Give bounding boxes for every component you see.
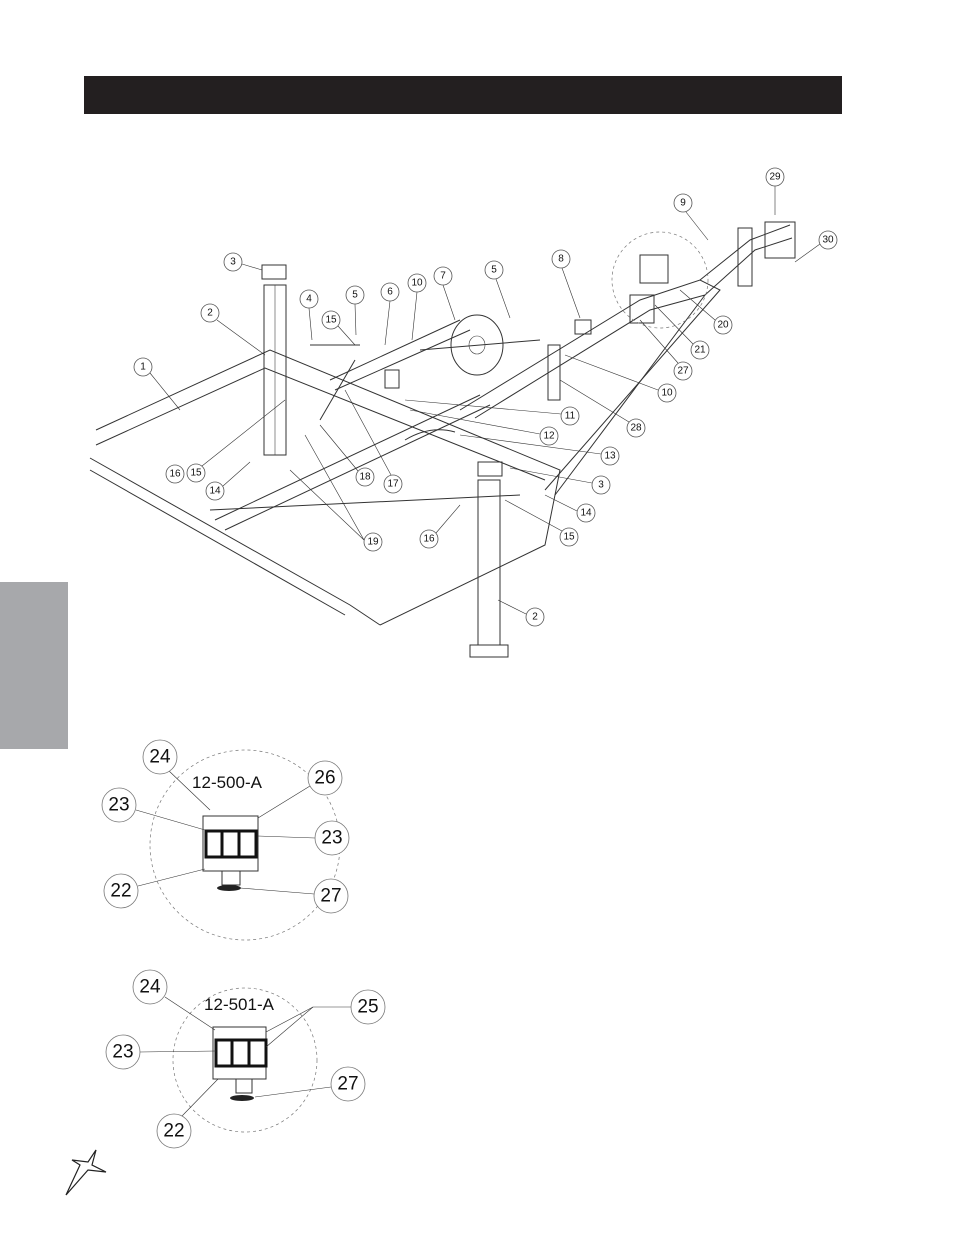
svg-text:4: 4 <box>306 294 312 305</box>
svg-text:5: 5 <box>491 265 497 276</box>
callout-23: 23 <box>101 787 206 831</box>
callout-22b: 22 <box>156 1078 219 1149</box>
callout-16b: 16 <box>165 464 185 484</box>
callout-27c: 27 <box>254 1066 366 1102</box>
svg-text:18: 18 <box>359 472 371 483</box>
callout-23c: 23 <box>105 1034 217 1070</box>
callout-11: 11 <box>404 399 580 426</box>
svg-text:26: 26 <box>314 768 335 789</box>
svg-text:10: 10 <box>661 388 673 399</box>
callout-14b: 14 <box>205 461 251 501</box>
callout-30: 30 <box>794 230 838 263</box>
callout-15b: 15 <box>504 499 579 547</box>
svg-text:7: 7 <box>440 271 446 282</box>
callout-5: 5 <box>345 285 365 336</box>
svg-text:12: 12 <box>543 431 555 442</box>
model-label: 12-501-A <box>204 995 275 1014</box>
trailer-frame-drawing <box>89 221 796 658</box>
callout-10: 10 <box>407 273 427 341</box>
svg-text:27: 27 <box>337 1074 358 1095</box>
callout-28: 28 <box>559 379 646 438</box>
star-logo-icon <box>65 1149 107 1196</box>
callout-6: 6 <box>380 282 400 346</box>
svg-text:23: 23 <box>321 828 342 849</box>
svg-text:9: 9 <box>680 198 686 209</box>
svg-text:24: 24 <box>149 747 171 768</box>
svg-text:2: 2 <box>207 308 213 319</box>
callout-27: 27 <box>639 319 693 381</box>
callout-7: 7 <box>433 266 456 321</box>
svg-text:22: 22 <box>110 881 131 902</box>
svg-text:3: 3 <box>230 257 236 268</box>
svg-text:15: 15 <box>190 468 202 479</box>
svg-text:29: 29 <box>769 172 781 183</box>
svg-text:11: 11 <box>565 411 576 422</box>
callout-24c: 24 <box>132 969 216 1031</box>
side-section-tab <box>0 582 68 749</box>
callout-10b: 10 <box>564 354 677 403</box>
svg-text:17: 17 <box>387 479 399 490</box>
svg-text:1: 1 <box>140 362 146 373</box>
svg-text:10: 10 <box>411 278 423 289</box>
svg-text:21: 21 <box>694 345 706 356</box>
callout-20: 20 <box>679 289 733 335</box>
callout-19: 19 <box>289 434 383 552</box>
callout-21: 21 <box>654 304 710 360</box>
svg-text:13: 13 <box>604 451 616 462</box>
callout-22: 22 <box>103 868 206 909</box>
detail-12-500-a: 12-500-A 24 26 23 23 22 27 <box>101 739 350 941</box>
callout-8: 8 <box>551 249 581 319</box>
svg-text:22: 22 <box>163 1121 184 1142</box>
svg-text:5: 5 <box>352 290 358 301</box>
main-callouts: 3 2 1 4 5 6 10 7 5 8 9 29 30 15 20 21 27… <box>133 167 838 627</box>
callout-15c: 15 <box>186 399 286 483</box>
callout-29: 29 <box>765 167 785 215</box>
svg-text:15: 15 <box>325 315 337 326</box>
svg-text:3: 3 <box>598 480 604 491</box>
svg-text:27: 27 <box>677 366 689 377</box>
svg-text:23: 23 <box>108 795 129 816</box>
callout-1: 1 <box>133 357 181 411</box>
callout-2: 2 <box>200 303 266 356</box>
callout-24: 24 <box>142 739 211 811</box>
svg-text:16: 16 <box>423 534 435 545</box>
svg-text:30: 30 <box>822 235 834 246</box>
callout-3b: 3 <box>509 467 611 495</box>
callout-25: 25 <box>265 989 386 1048</box>
callout-15: 15 <box>321 310 356 346</box>
callout-12: 12 <box>409 409 559 446</box>
header-bar <box>84 76 842 114</box>
callout-4: 4 <box>299 289 319 341</box>
svg-text:14: 14 <box>580 508 592 519</box>
svg-text:6: 6 <box>387 287 393 298</box>
model-label: 12-500-A <box>192 773 263 792</box>
detail-12-501-a: 12-501-A 24 25 23 27 22 <box>105 969 386 1149</box>
svg-text:28: 28 <box>630 423 642 434</box>
svg-text:20: 20 <box>717 320 729 331</box>
svg-text:8: 8 <box>558 254 564 265</box>
svg-text:15: 15 <box>563 532 575 543</box>
callout-13: 13 <box>459 434 620 466</box>
svg-text:14: 14 <box>209 486 221 497</box>
callout-26: 26 <box>257 760 343 819</box>
callout-5b: 5 <box>484 260 511 319</box>
callout-18: 18 <box>319 424 375 487</box>
callout-2b: 2 <box>497 599 545 627</box>
callout-17: 17 <box>344 389 403 494</box>
callout-14: 14 <box>544 494 596 523</box>
callout-27b: 27 <box>239 878 349 914</box>
svg-text:27: 27 <box>320 886 341 907</box>
svg-text:2: 2 <box>532 612 538 623</box>
svg-text:23: 23 <box>112 1042 133 1063</box>
svg-text:25: 25 <box>357 997 378 1018</box>
callout-16: 16 <box>419 504 461 549</box>
callout-3: 3 <box>223 252 263 272</box>
svg-text:24: 24 <box>139 977 161 998</box>
callout-9: 9 <box>673 193 709 241</box>
callout-23b: 23 <box>257 820 350 856</box>
svg-text:19: 19 <box>367 537 379 548</box>
svg-text:16: 16 <box>169 469 181 480</box>
